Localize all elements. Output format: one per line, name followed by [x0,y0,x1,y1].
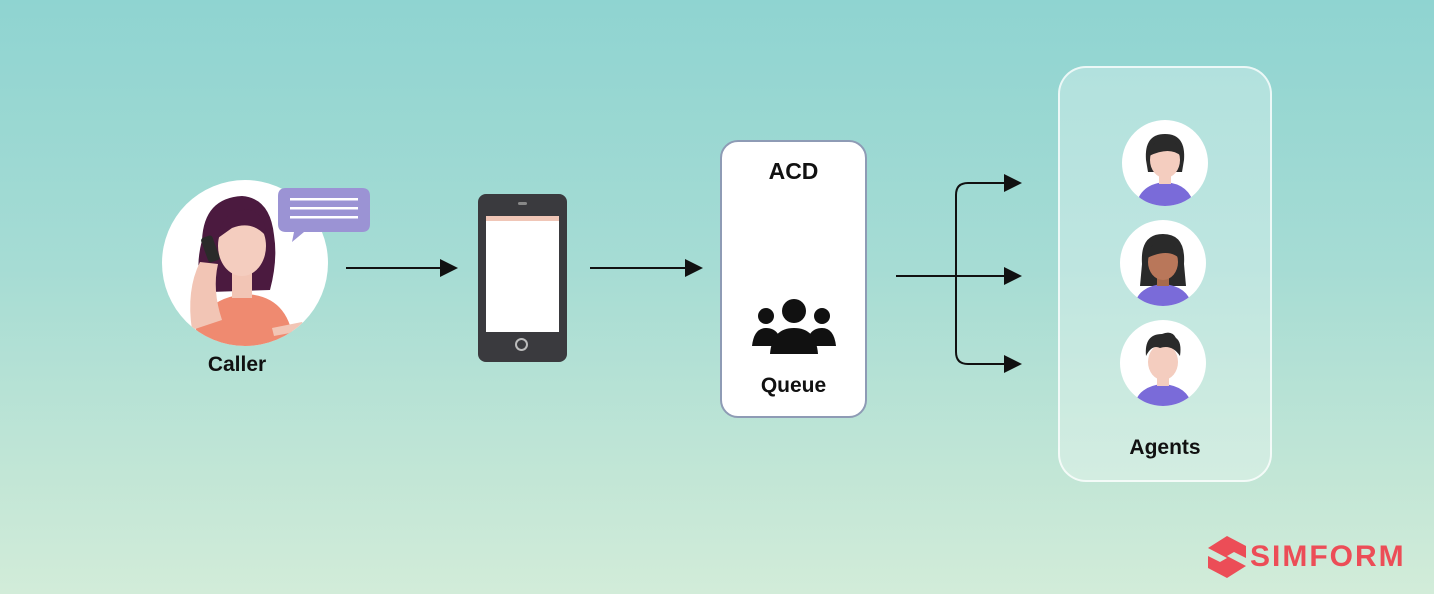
agent-man-icon [1134,332,1192,406]
agents-label: Agents [1129,436,1201,459]
acd-box: ACD Queue [720,140,867,418]
phone-device [478,194,567,362]
agent-woman-icon [1134,234,1192,306]
woman-on-phone-icon [190,196,306,346]
arrow-caller-to-phone [346,259,458,277]
queue-label: Queue [760,374,827,397]
agent-avatar-3 [1120,320,1206,406]
simform-logo-text: SIMFORM [1250,540,1406,573]
phone-speaker [518,202,527,205]
agent-avatar-1 [1122,120,1208,206]
agent-woman-icon [1136,134,1194,206]
simform-logo-icon [1208,536,1246,578]
phone-home-button [515,338,528,351]
agents-panel: Agents [1058,66,1272,482]
speech-bubble-icon [278,188,370,242]
arrow-phone-to-acd [590,259,703,277]
acd-title: ACD [768,158,819,184]
agent-avatar-2 [1120,220,1206,306]
arrow-acd-to-agents [896,174,1022,373]
queue-group-icon [752,299,836,354]
caller-label: Caller [207,353,267,376]
phone-screen [486,216,559,332]
